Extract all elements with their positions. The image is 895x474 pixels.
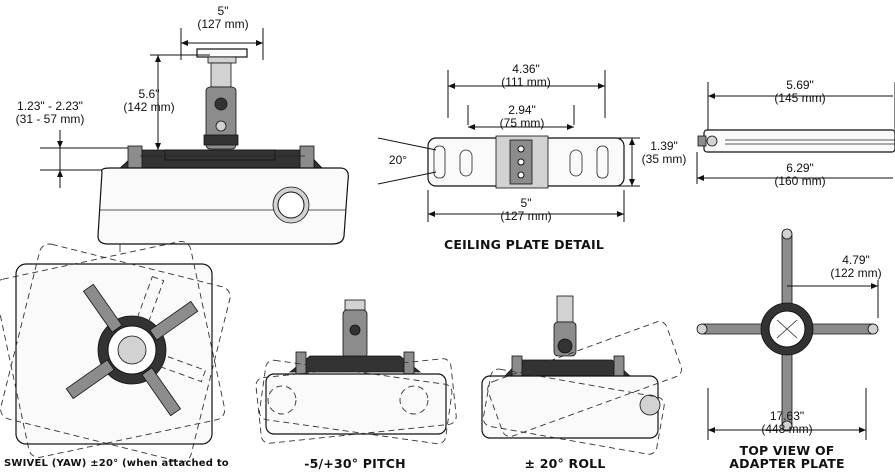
plate-top-in: 4.36" [512, 62, 540, 76]
plate-height-in: 1.39" [650, 139, 678, 153]
side-plate-bottom-in: 6.29" [786, 161, 814, 175]
adapter-arm-dimension: 4.79" (122 mm) [820, 254, 892, 280]
side-height-dimension: 5.6" (142 mm) [112, 88, 186, 114]
swivel-caption: SWIVEL (YAW) ±20° (when attached to [4, 458, 229, 469]
plate-bottom-in: 5" [520, 196, 532, 210]
side-plate-bottom-dimension: 6.29" (160 mm) [760, 162, 840, 188]
side-drop-dimension: 1.23" - 2.23" (31 - 57 mm) [2, 100, 98, 126]
side-plate-drawing [696, 82, 895, 184]
side-plate-bottom-mm: (160 mm) [774, 174, 826, 188]
side-drop-in: 1.23" - 2.23" [17, 99, 83, 113]
plate-inner-mm: (75 mm) [499, 116, 545, 130]
ceiling-plate-drawing [377, 70, 640, 222]
plate-inner-in: 2.94" [508, 103, 536, 117]
side-plate-top-in: 5.69" [786, 78, 814, 92]
swivel-drawing [0, 241, 231, 463]
side-plate-top-dimension: 5.69" (145 mm) [760, 79, 840, 105]
side-drop-mm: (31 - 57 mm) [15, 112, 85, 126]
plate-bottom-dimension: 5" (127 mm) [486, 197, 566, 223]
plate-height-dimension: 1.39" (35 mm) [638, 140, 690, 166]
ceiling-plate-caption: CEILING PLATE DETAIL [443, 237, 605, 252]
pitch-caption: -5/+30° PITCH [304, 456, 406, 471]
adapter-span-in: 17.63" [769, 409, 805, 423]
adapter-arm-mm: (122 mm) [830, 266, 882, 280]
roll-caption: ± 20° ROLL [524, 456, 606, 471]
pitch-drawing [255, 299, 457, 445]
side-height-in: 5.6" [138, 87, 160, 101]
adapter-caption-line2: ADAPTER PLATE [729, 456, 845, 471]
adapter-plate-drawing [696, 228, 879, 440]
side-width-in: 5" [217, 4, 229, 18]
adapter-caption-line1: TOP VIEW OF [739, 443, 835, 458]
adapter-span-dimension: 17.63" (448 mm) [750, 410, 824, 436]
adapter-plate-caption: TOP VIEW OF ADAPTER PLATE [712, 444, 862, 470]
plate-height-mm: (35 mm) [641, 152, 687, 166]
plate-top-dimension: 4.36" (111 mm) [488, 63, 564, 89]
plate-inner-dimension: 2.94" (75 mm) [492, 104, 552, 130]
plate-top-mm: (111 mm) [501, 75, 551, 89]
plate-bottom-mm: (127 mm) [500, 209, 552, 223]
side-view-mount [40, 28, 349, 252]
side-height-mm: (142 mm) [123, 100, 175, 114]
plate-angle-label: 20° [388, 153, 408, 167]
side-plate-top-mm: (145 mm) [774, 91, 826, 105]
adapter-span-mm: (448 mm) [761, 422, 813, 436]
side-width-mm: (127 mm) [197, 17, 249, 31]
side-width-dimension: 5" (127 mm) [186, 5, 260, 31]
roll-drawing [481, 295, 683, 455]
adapter-arm-in: 4.79" [842, 253, 870, 267]
